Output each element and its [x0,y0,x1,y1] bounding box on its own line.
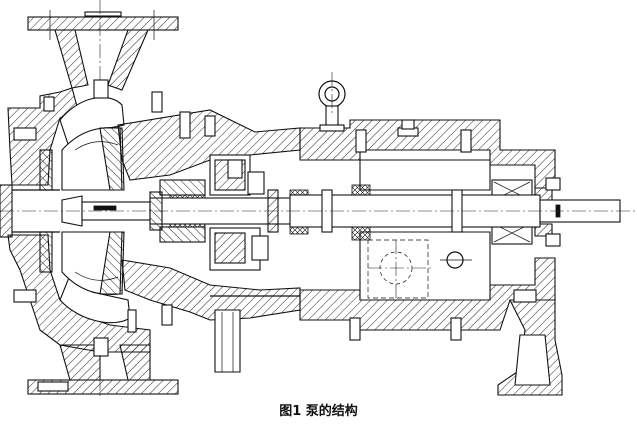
bearing-frame-adapter [117,91,301,373]
centerlines [0,0,637,398]
figure-caption: 图1 泵的结构 [279,404,358,419]
bearing-housing [289,80,563,396]
pump-casing [0,10,179,395]
pump-structure-drawing [0,0,637,398]
